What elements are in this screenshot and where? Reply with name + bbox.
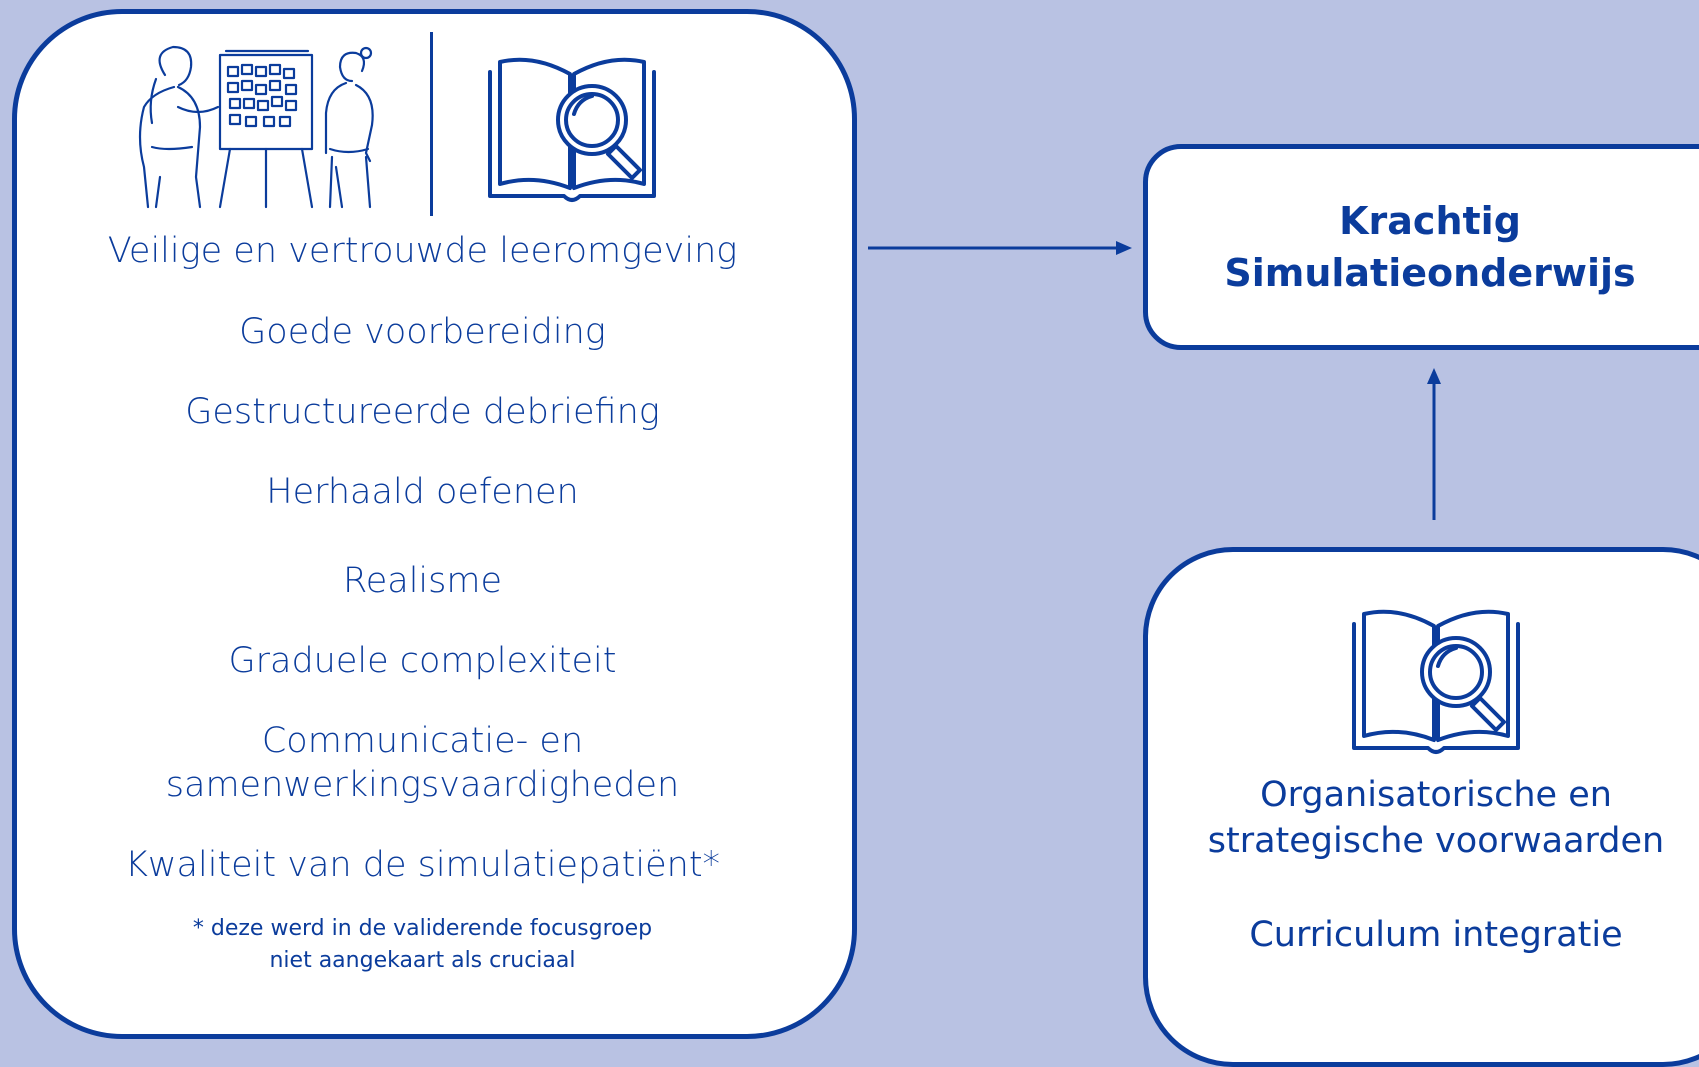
factor-item: Kwaliteit van de simulatiepatiënt* — [124, 845, 721, 885]
condition-item: Curriculum integratie — [1249, 915, 1623, 955]
people-flipchart-icon — [138, 45, 374, 209]
outcome-box — [1143, 144, 1699, 350]
condition-item: strategische voorwaarden — [1207, 821, 1665, 861]
condition-item: Organisatorische en — [1260, 775, 1612, 815]
book-magnifier-icon — [488, 57, 656, 202]
factor-item: samenwerkingsvaardigheden — [165, 765, 680, 805]
footnote: * deze werd in de validerende focusgroep — [192, 916, 653, 941]
factor-item: Herhaald oefenen — [266, 472, 579, 512]
factor-item: Communicatie- en — [261, 721, 584, 761]
factor-item: Graduele complexiteit — [228, 641, 617, 681]
factor-item: Veilige en vertrouwde leeromgeving — [107, 231, 738, 271]
factor-item: Gestructureerde debriefing — [185, 392, 660, 432]
factor-item: Realisme — [342, 561, 503, 601]
arrow-right — [868, 241, 1132, 255]
factors-panel — [12, 9, 857, 1039]
conditions-box — [1143, 547, 1699, 1067]
arrow-up — [1427, 368, 1441, 520]
book-magnifier-icon — [1352, 609, 1520, 754]
outcome-title: Krachtig — [1339, 199, 1521, 243]
footnote: niet aangekaart als cruciaal — [269, 948, 576, 973]
icon-divider — [430, 32, 433, 216]
factor-item: Goede voorbereiding — [239, 312, 606, 352]
outcome-title: Simulatieonderwijs — [1224, 251, 1636, 295]
